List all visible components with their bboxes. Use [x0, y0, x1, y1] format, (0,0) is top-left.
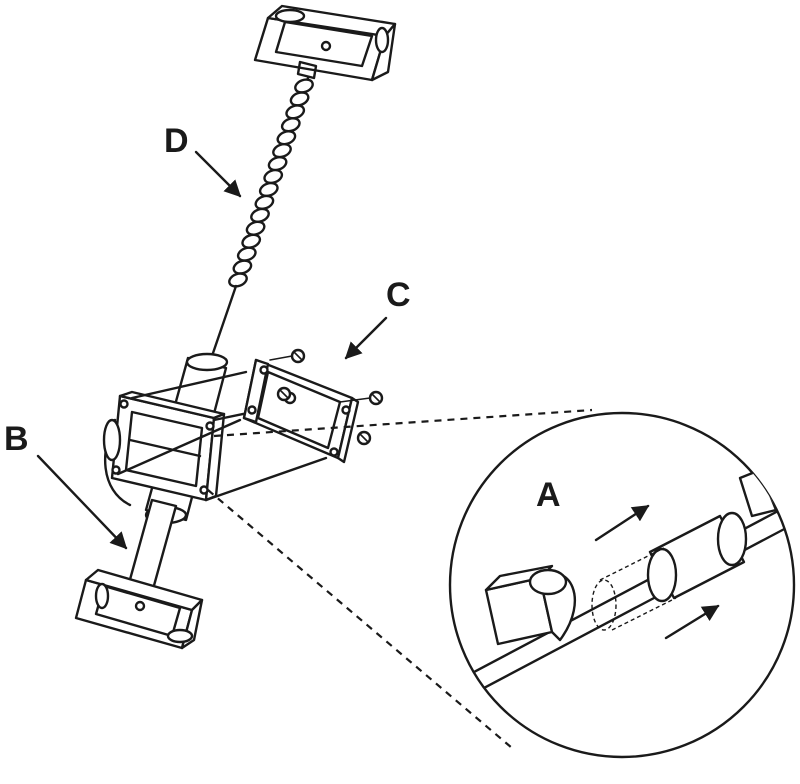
arrow-d [194, 150, 242, 198]
cable-coil [272, 143, 292, 159]
label-a: A [536, 476, 561, 514]
cable-coil [236, 246, 257, 262]
cable-coil [254, 194, 275, 211]
detail-circle [448, 411, 796, 759]
cable-coil [245, 220, 266, 236]
cable-coil [285, 104, 306, 120]
label-c: C [386, 276, 411, 314]
label-d: D [164, 122, 189, 160]
arrow-c [344, 316, 388, 360]
cable-coil [276, 130, 297, 146]
bottom-foot-pad [74, 568, 204, 650]
spiral-cable [210, 76, 314, 358]
callout-lines [207, 408, 593, 749]
cable-coil [241, 233, 262, 249]
screws [269, 348, 384, 446]
cable-coil [263, 168, 284, 185]
arrow-b [36, 454, 128, 550]
cable-coil [258, 181, 279, 198]
cable-coil [267, 155, 288, 172]
top-foot-pad [253, 4, 397, 82]
cable-coil [289, 91, 310, 107]
label-b: B [4, 420, 29, 458]
bracket-c [242, 358, 360, 464]
label-arrows [36, 150, 388, 550]
cable-coil [228, 272, 248, 288]
cable-coil [280, 117, 301, 133]
cable-coil [232, 259, 253, 275]
cable-coil [250, 207, 270, 223]
left-bracket [102, 390, 226, 502]
cable-coil [294, 78, 314, 94]
